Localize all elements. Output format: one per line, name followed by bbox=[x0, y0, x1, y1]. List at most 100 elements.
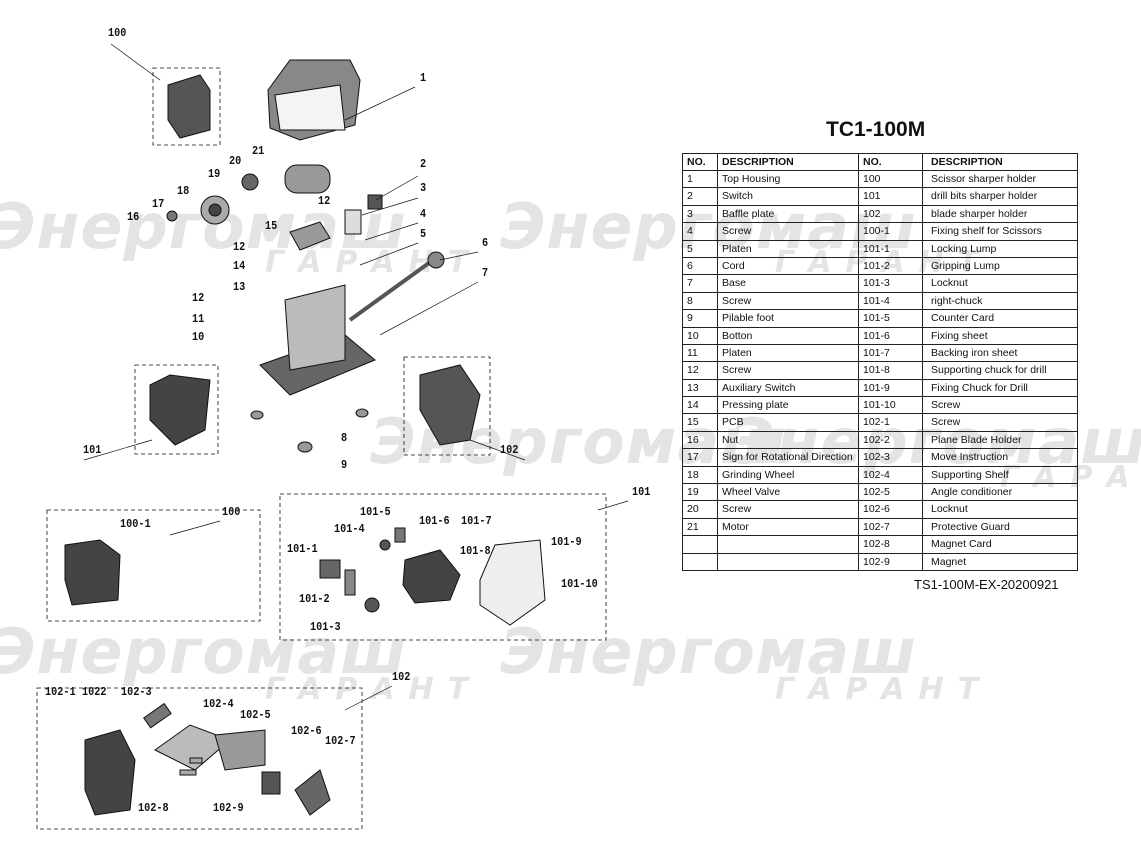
part-number: 100-1 bbox=[858, 222, 923, 241]
callout: 8 bbox=[341, 431, 348, 445]
callout: 19 bbox=[208, 167, 221, 181]
callout: 20 bbox=[229, 154, 242, 168]
callout: 101-5 bbox=[360, 505, 391, 519]
part-number: 17 bbox=[682, 448, 718, 467]
part-description: Pilable foot bbox=[717, 309, 859, 328]
leader-lines bbox=[83, 43, 629, 711]
header-description: DESCRIPTION bbox=[922, 153, 1078, 171]
group-boxes bbox=[36, 67, 607, 830]
part-number: 5 bbox=[682, 239, 718, 258]
part-description: Baffle plate bbox=[717, 204, 859, 224]
callout: 101-10 bbox=[561, 577, 598, 591]
callout: 102-4 bbox=[203, 697, 234, 711]
part-number: 101-3 bbox=[858, 274, 923, 293]
callout: 101-1 bbox=[287, 542, 318, 556]
part-number: 101-4 bbox=[858, 291, 923, 311]
part-description: Fixing shelf for Scissors bbox=[922, 222, 1078, 241]
part-description: Magnet bbox=[922, 552, 1078, 571]
part-description: Screw bbox=[922, 396, 1078, 415]
part-description bbox=[717, 552, 859, 571]
part-description: drill bits sharper holder bbox=[922, 187, 1078, 206]
part-description: Screw bbox=[717, 222, 859, 241]
part-description: Platen bbox=[717, 239, 859, 258]
part-number: 3 bbox=[682, 204, 718, 224]
part-description: Screw bbox=[717, 500, 859, 519]
callout: 101-2 bbox=[299, 592, 330, 606]
callout: 102 bbox=[500, 443, 519, 457]
part-number: 101-9 bbox=[858, 378, 923, 398]
callout: 15 bbox=[265, 219, 278, 233]
part-number: 102-5 bbox=[858, 483, 923, 502]
callout: 3 bbox=[420, 181, 427, 195]
part-description: Top Housing bbox=[717, 169, 859, 189]
part-description: Plane Blade Holder bbox=[922, 430, 1078, 450]
part-number: 102-2 bbox=[858, 430, 923, 450]
part-description: Move Instruction bbox=[922, 448, 1078, 467]
part-number: 4 bbox=[682, 222, 718, 241]
part-description: Angle conditioner bbox=[922, 483, 1078, 502]
callout: 12 bbox=[233, 240, 246, 254]
callout: 101-6 bbox=[419, 514, 450, 528]
part-number: 101 bbox=[858, 187, 923, 206]
callout: 101-4 bbox=[334, 522, 365, 536]
callout: 5 bbox=[420, 227, 427, 241]
header-description: DESCRIPTION bbox=[717, 153, 859, 171]
part-description: Fixing Chuck for Drill bbox=[922, 378, 1078, 398]
callout: 101-3 bbox=[310, 620, 341, 634]
part-description: Grinding Wheel bbox=[717, 465, 859, 485]
document-code: TS1-100M-EX-20200921 bbox=[914, 577, 1059, 592]
part-description: Base bbox=[717, 274, 859, 293]
callout: 100-1 bbox=[120, 517, 151, 531]
part-description: Supporting Shelf bbox=[922, 465, 1078, 485]
callout: 102-8 bbox=[138, 801, 169, 815]
part-number: 101-10 bbox=[858, 396, 923, 415]
part-description: Magnet Card bbox=[922, 535, 1078, 554]
part-description: Pressing plate bbox=[717, 396, 859, 415]
part-description: Motor bbox=[717, 517, 859, 537]
part-description: Backing iron sheet bbox=[922, 343, 1078, 363]
part-number: 102-6 bbox=[858, 500, 923, 519]
part-description: Screw bbox=[717, 291, 859, 311]
part-description: Counter Card bbox=[922, 309, 1078, 328]
part-number: 9 bbox=[682, 309, 718, 328]
part-number: 102-9 bbox=[858, 552, 923, 571]
callout: 16 bbox=[127, 210, 140, 224]
part-description: PCB bbox=[717, 413, 859, 432]
part-number: 102 bbox=[858, 204, 923, 224]
callout: 13 bbox=[233, 280, 246, 294]
part-description: Botton bbox=[717, 326, 859, 345]
part-number: 11 bbox=[682, 343, 718, 363]
part-number: 15 bbox=[682, 413, 718, 432]
callout: 14 bbox=[233, 259, 246, 273]
part-description: blade sharper holder bbox=[922, 204, 1078, 224]
callout: 100 bbox=[108, 26, 127, 40]
callout: 1022 bbox=[82, 685, 107, 699]
callout: 101-8 bbox=[460, 544, 491, 558]
header-no: NO. bbox=[682, 153, 718, 171]
callout: 102-6 bbox=[291, 724, 322, 738]
table-header-row: NO. DESCRIPTION NO. DESCRIPTION bbox=[682, 153, 1078, 171]
part-number: 100 bbox=[858, 169, 923, 189]
part-description: right-chuck bbox=[922, 291, 1078, 311]
part-number: 102-3 bbox=[858, 448, 923, 467]
part-number: 101-1 bbox=[858, 239, 923, 258]
callout: 102-9 bbox=[213, 801, 244, 815]
part-description: Locknut bbox=[922, 500, 1078, 519]
part-number: 21 bbox=[682, 517, 718, 537]
part-description: Sign for Rotational Direction bbox=[717, 448, 859, 467]
